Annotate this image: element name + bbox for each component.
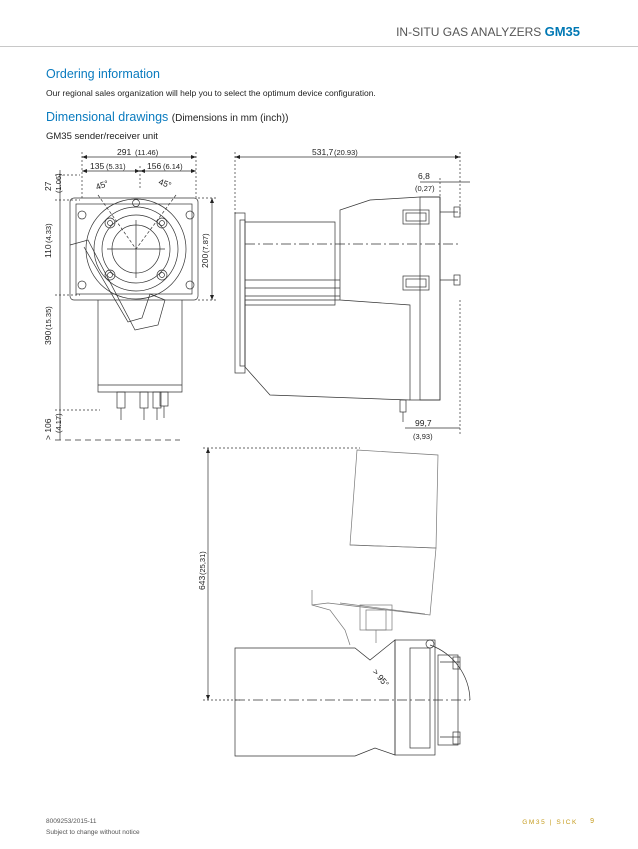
- dim-left-part-in: (5.31): [106, 162, 126, 171]
- drawings-subtitle: (Dimensions in mm (inch)): [171, 113, 289, 124]
- dim-side-length: 531,7: [312, 147, 334, 157]
- footer-brand: GM35 | SICK: [522, 819, 578, 826]
- swing-view: [203, 447, 471, 757]
- dim-right-part: 156: [147, 161, 161, 171]
- dim-front-width: 291: [117, 147, 131, 157]
- drawings-heading: Dimensional drawings (Dimensions in mm (…: [46, 110, 288, 124]
- header-product: GM35: [544, 24, 580, 39]
- dim-upper-height: 110: [43, 244, 53, 258]
- dim-right-part-in: (6.14): [163, 162, 183, 171]
- footer-note: Subject to change without notice: [46, 829, 140, 836]
- dim-swing-height-in: (25,31): [198, 551, 207, 575]
- header-title: IN-SITU GAS ANALYZERS GM35: [396, 24, 580, 39]
- dim-upper-height-in: (4.33): [44, 223, 53, 243]
- dim-flange-thick: 6,8: [418, 171, 430, 181]
- dim-rear-depth-in: (3,93): [413, 432, 433, 441]
- dim-flange-thick-in: (0,27): [415, 184, 435, 193]
- front-view: [55, 152, 217, 441]
- dimension-labels: 291 (11.46) 135 (5.31) 156 (6.14) 45° 45…: [43, 147, 435, 689]
- dim-swing-angle: > 95°: [370, 667, 391, 689]
- dim-rear-depth: 99,7: [415, 418, 432, 428]
- header-series: IN-SITU GAS ANALYZERS: [396, 25, 542, 39]
- page-number: 9: [590, 818, 594, 825]
- page-header: IN-SITU GAS ANALYZERS GM35: [0, 0, 638, 47]
- dim-swing-height: 643: [197, 576, 207, 590]
- dim-top-offset-in: (1.06): [54, 173, 63, 193]
- footer-doc-number: 8009253/2015-11: [46, 818, 97, 825]
- dim-flange-height-in: (7.87): [201, 233, 210, 253]
- dim-total-height-in: (15.35): [44, 306, 53, 330]
- drawing-caption: GM35 sender/receiver unit: [46, 131, 158, 142]
- dim-front-width-in: (11.46): [135, 148, 159, 157]
- dim-angle-right: 45°: [157, 176, 173, 190]
- dim-side-length-in: (20.93): [334, 148, 358, 157]
- dim-top-offset: 27: [43, 181, 53, 191]
- ordering-text: Our regional sales organization will hel…: [46, 88, 376, 98]
- drawings-title: Dimensional drawings: [46, 110, 169, 124]
- side-view: [234, 152, 470, 435]
- dim-angle-left: 45°: [94, 178, 110, 192]
- dim-flange-height: 200: [200, 254, 210, 268]
- dim-bottom-clear: > 106: [43, 418, 53, 440]
- dim-left-part: 135: [90, 161, 104, 171]
- dim-total-height: 390: [43, 331, 53, 345]
- dim-bottom-clear-in: (4.17): [54, 413, 63, 433]
- ordering-heading: Ordering information: [46, 67, 160, 81]
